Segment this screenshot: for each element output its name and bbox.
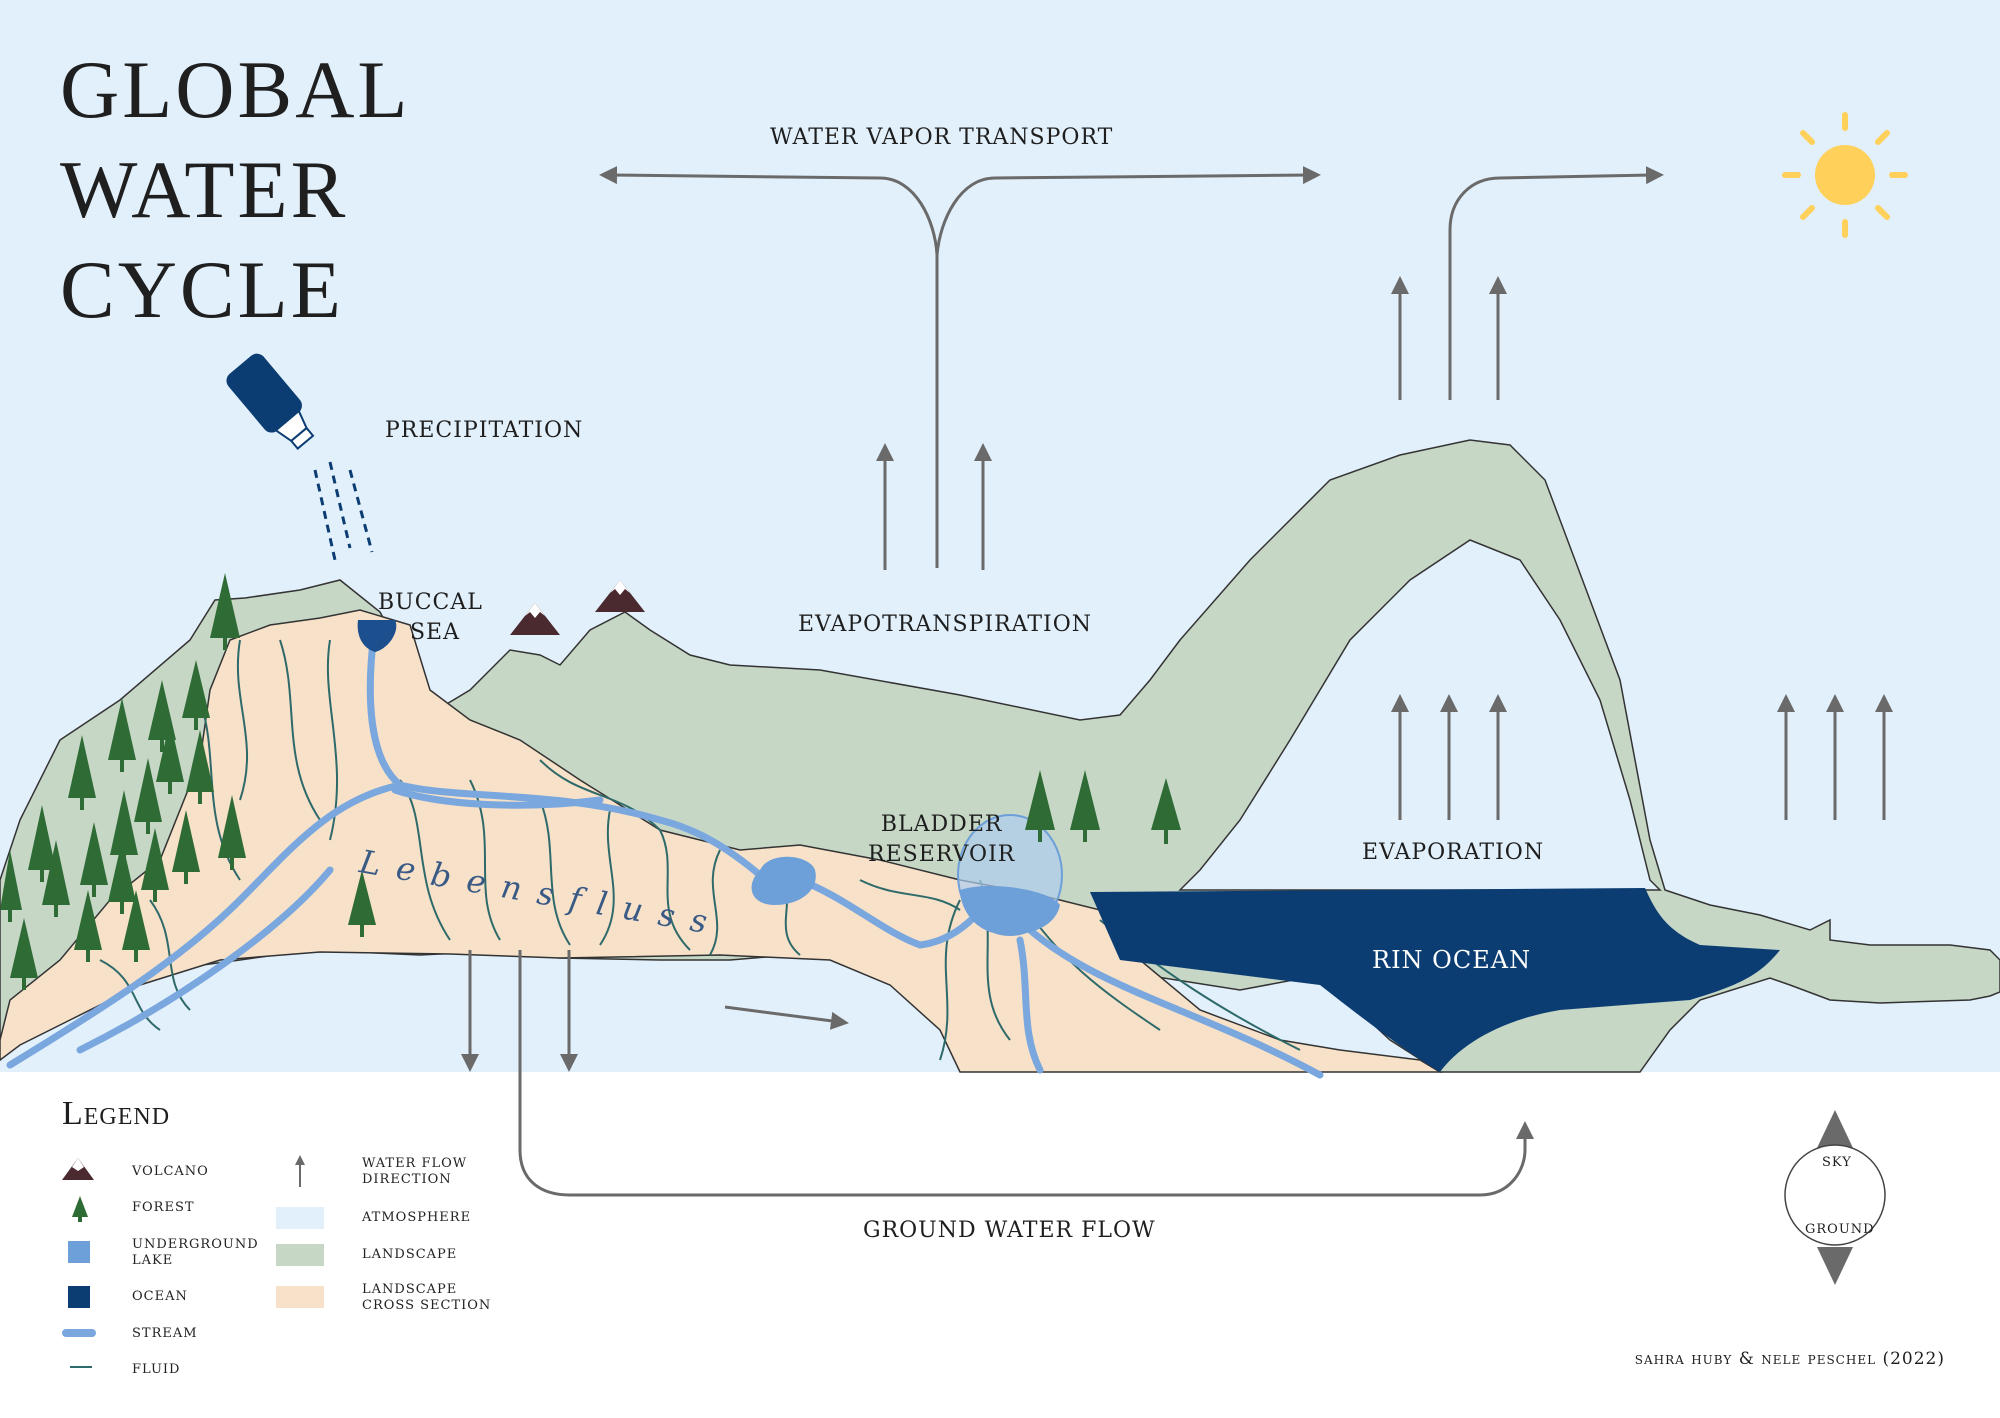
tree-icon: [141, 828, 169, 902]
sun-icon: [1782, 112, 1908, 238]
credit-text: sahra huby & nele peschel (2022): [1634, 1349, 1945, 1369]
diagram-title: GLOBAL WATER CYCLE: [60, 44, 411, 335]
legend-label-atmosphere: ATMOSPHERE: [362, 1210, 472, 1225]
tree-icon: [0, 850, 22, 922]
legend-icons: [62, 1155, 324, 1368]
legend-label-stream: STREAM: [132, 1326, 198, 1341]
bladder-reservoir-lake: [751, 856, 816, 905]
buccal-sea-label: BUCCAL SEA: [378, 590, 483, 645]
tree-icon: [80, 822, 108, 897]
tree-icon: [72, 1196, 88, 1222]
precipitation-label: PRECIPITATION: [385, 418, 584, 443]
legend-label-water-flow: WATER FLOW DIRECTION: [362, 1156, 468, 1187]
water-flow-arrows: [461, 166, 1893, 1197]
tree-icon: [156, 720, 184, 794]
legend-heading: Legend: [62, 1095, 171, 1132]
ground-water-flow-arrow: [518, 950, 1534, 1197]
tree-icon: [108, 698, 136, 772]
landscape-swatch: [276, 1244, 324, 1266]
legend-label-forest: FOREST: [132, 1200, 195, 1215]
water-vapor-transport-label: WATER VAPOR TRANSPORT: [770, 125, 1114, 150]
legend-label-landscape: LANDSCAPE: [362, 1247, 458, 1262]
volcano-icon: [62, 1158, 94, 1180]
tree-icon: [210, 573, 240, 650]
forest: [0, 573, 1181, 990]
rin-ocean-label: RIN OCEAN: [1372, 946, 1532, 974]
rin-ocean: [1090, 888, 1780, 1072]
ground-water-flow-label: GROUND WATER FLOW: [863, 1218, 1156, 1243]
compass-down-arrow: [1817, 1247, 1853, 1285]
precipitation-rain: [313, 461, 374, 561]
buccal-sea-shape: [357, 620, 397, 652]
compass-sky-label: SKY: [1822, 1155, 1852, 1170]
tree-icon: [134, 758, 162, 834]
bottle-icon: [226, 353, 315, 450]
vapor-right-arrow: [1448, 166, 1664, 400]
legend-label-ocean: OCEAN: [132, 1289, 188, 1304]
tree-icon: [68, 735, 96, 810]
tree-icon: [122, 890, 150, 962]
tree-icon: [348, 870, 376, 937]
evapotranspiration-label: EVAPOTRANSPIRATION: [798, 612, 1093, 637]
tree-icon: [182, 660, 210, 730]
underground-lake-swatch: [68, 1241, 90, 1263]
bladder-reservoir-fill: [960, 885, 1060, 935]
ocean-swatch: [68, 1286, 90, 1308]
tree-icon: [218, 795, 246, 870]
volcano-peaks: [510, 580, 645, 635]
compass-up-arrow: [1817, 1110, 1853, 1148]
tree-icon: [28, 805, 56, 882]
tree-icon: [1025, 770, 1055, 842]
tree-icon: [172, 810, 200, 884]
tree-icon: [186, 730, 214, 804]
evaporation-label: EVAPORATION: [1362, 840, 1545, 865]
volcano-icon: [595, 580, 645, 612]
legend-label-underground-lake: UNDERGROUND LAKE: [132, 1237, 259, 1268]
volcano-icon: [510, 603, 560, 635]
bladder-reservoir-label: BLADDER RESERVOIR: [868, 812, 1016, 867]
legend-label-cross-section: LANDSCAPE CROSS SECTION: [362, 1282, 492, 1313]
legend-label-volcano: VOLCANO: [132, 1164, 209, 1179]
legend-label-fluid: FLUID: [132, 1362, 181, 1377]
tree-icon: [74, 890, 102, 962]
tree-icon: [108, 840, 136, 914]
tree-icon: [1151, 778, 1181, 844]
tree-icon: [42, 840, 70, 917]
compass-ground-label: GROUND: [1805, 1222, 1875, 1237]
cross-section-swatch: [276, 1286, 324, 1308]
tree-icon: [1070, 770, 1100, 842]
compass: [1784, 1110, 1886, 1285]
atmosphere-swatch: [276, 1207, 324, 1229]
leg-gap: [1178, 539, 1662, 891]
tree-icon: [10, 918, 38, 990]
